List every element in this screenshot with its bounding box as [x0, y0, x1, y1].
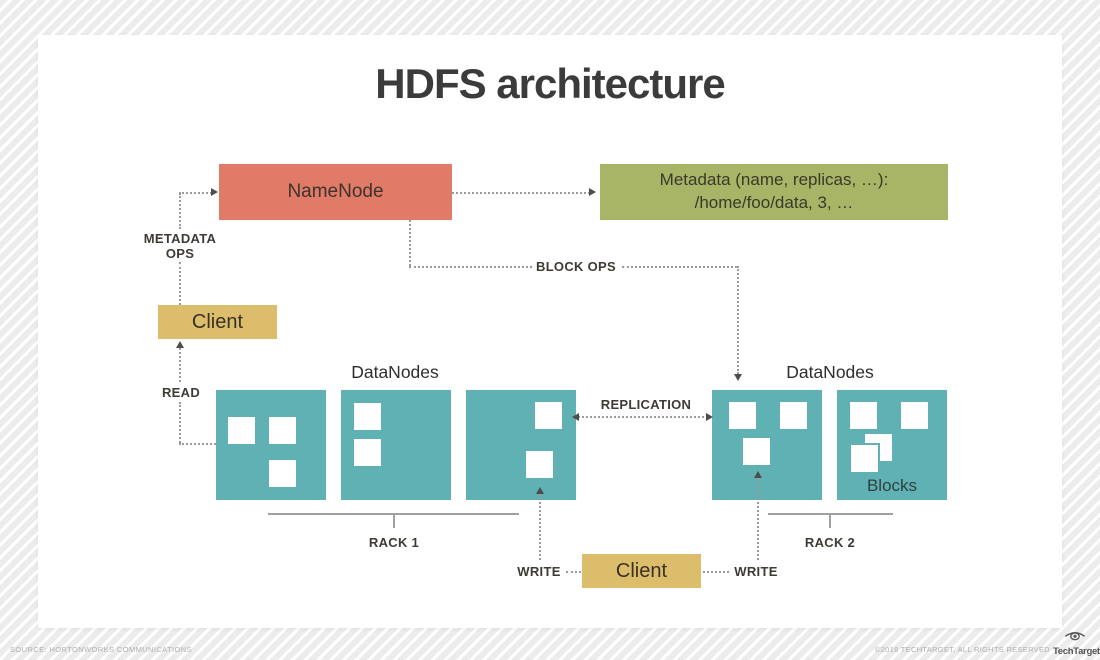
block-square	[526, 451, 553, 478]
metadata-ops-connector	[179, 192, 212, 194]
block-ops-connector	[737, 266, 739, 374]
metadata-ops-connector	[179, 262, 181, 305]
block-ops-connector	[622, 266, 737, 268]
block-square	[269, 460, 296, 487]
write-right-arrow-icon	[754, 471, 762, 478]
page-title: HDFS architecture	[375, 60, 725, 107]
block-square	[269, 417, 296, 444]
client-read-box: Client	[158, 305, 277, 339]
replication-arrow-left-icon	[572, 413, 579, 421]
block-square	[850, 402, 877, 429]
block-square	[743, 438, 770, 465]
datanode-box-5: Blocks	[837, 390, 947, 500]
write-left-connector	[566, 571, 581, 573]
read-connector	[179, 443, 216, 445]
namenode-label: NameNode	[287, 181, 384, 202]
blocks-label: Blocks	[866, 476, 918, 495]
block-ops-label: BLOCK OPS	[536, 259, 616, 274]
block-ops-connector	[409, 220, 411, 266]
client-write-box: Client	[582, 554, 701, 588]
datanode-box-1	[216, 390, 326, 500]
client-read-label: Client	[191, 310, 244, 333]
namenode-box: NameNode	[219, 164, 452, 220]
block-square	[535, 402, 562, 429]
write-right-label: WRITE	[731, 564, 781, 579]
datanode-box-2	[341, 390, 451, 500]
namenode-metadata-connector	[452, 192, 590, 194]
metadata-ops-connector	[179, 193, 181, 229]
block-square	[729, 402, 756, 429]
datanode-box-4	[712, 390, 822, 500]
write-left-label: WRITE	[514, 564, 564, 579]
block-square	[901, 402, 928, 429]
read-connector	[179, 402, 181, 443]
datanode-box-3	[466, 390, 576, 500]
rack1-bracket-tick	[393, 514, 395, 528]
rack1-label: RACK 1	[368, 535, 420, 550]
replication-arrow-right-icon	[706, 413, 713, 421]
metadata-box: Metadata (name, replicas, …): /home/foo/…	[600, 164, 948, 220]
footer-source-text: SOURCE: HORTONWORKS COMMUNICATIONS	[10, 645, 192, 654]
metadata-ops-label-line1: METADATA	[143, 231, 217, 246]
rack2-label: RACK 2	[804, 535, 856, 550]
metadata-line2: /home/foo/data, 3, …	[694, 193, 854, 212]
datanodes-title-rack2: DataNodes	[786, 362, 874, 382]
block-square	[354, 439, 381, 466]
metadata-ops-label-line2: OPS	[165, 246, 195, 261]
techtarget-eye-icon	[1064, 631, 1086, 641]
read-connector	[179, 348, 181, 382]
client-write-label: Client	[615, 559, 668, 582]
namenode-metadata-arrow-icon	[589, 188, 596, 196]
replication-connector	[578, 416, 708, 418]
block-ops-connector	[409, 266, 532, 268]
block-square	[354, 403, 381, 430]
footer-copyright-text: ©2018 TECHTARGET, ALL RIGHTS RESERVED	[874, 645, 1050, 654]
write-right-connector	[703, 571, 729, 573]
write-left-connector	[539, 494, 541, 560]
block-square	[851, 445, 878, 472]
read-label: READ	[160, 385, 202, 400]
block-ops-arrow-icon	[734, 374, 742, 381]
read-arrow-icon	[176, 341, 184, 348]
metadata-line1: Metadata (name, replicas, …):	[659, 170, 889, 190]
block-square	[228, 417, 255, 444]
datanodes-title-rack1: DataNodes	[351, 362, 439, 382]
techtarget-logo: TechTarget	[1053, 628, 1100, 657]
write-right-connector	[757, 478, 759, 560]
block-square	[780, 402, 807, 429]
techtarget-wordmark: TechTarget	[1053, 646, 1100, 657]
metadata-ops-label: METADATA OPS	[130, 231, 230, 261]
rack2-bracket-tick	[829, 514, 831, 528]
metadata-ops-arrow-icon	[211, 188, 218, 196]
replication-label: REPLICATION	[598, 397, 694, 412]
write-left-arrow-icon	[536, 487, 544, 494]
